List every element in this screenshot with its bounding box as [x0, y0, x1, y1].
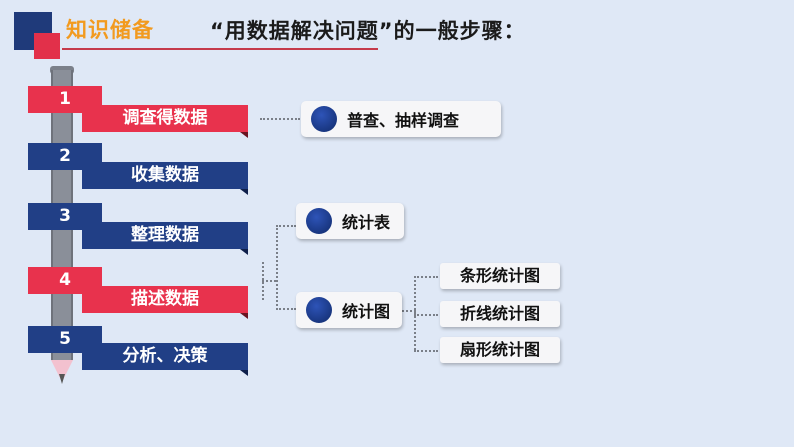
connector-to-chart: [276, 308, 296, 310]
section-keyword: 知识储备: [66, 18, 154, 42]
step-label-5: 分析、决策: [82, 343, 248, 376]
step-label-3: 整理数据: [82, 222, 248, 255]
decor-square-red: [34, 33, 60, 59]
bullet-icon: [311, 106, 337, 132]
survey-text: 普查、抽样调查: [347, 111, 460, 130]
survey-box: 普查、抽样调查: [301, 101, 501, 137]
stats-table-box: 统计表: [296, 203, 404, 239]
bullet-icon: [306, 208, 332, 234]
connector-to-line: [414, 314, 438, 316]
page-title: “用数据解决问题”的一般步骤：: [210, 19, 526, 43]
connector-to-table: [276, 225, 296, 227]
connector-branch-vertical: [276, 225, 278, 310]
step-label-2: 收集数据: [82, 162, 248, 195]
stats-chart-text: 统计图: [342, 302, 391, 321]
connector-types-vertical: [414, 276, 416, 350]
connector-to-bar: [414, 276, 438, 278]
bar-chart-type: 条形统计图: [440, 263, 560, 289]
line-chart-type: 折线统计图: [440, 301, 560, 327]
connector-chart-out: [402, 310, 416, 312]
bullet-icon: [306, 297, 332, 323]
header-underline: [62, 48, 378, 50]
pie-chart-type: 扇形统计图: [440, 337, 560, 363]
connector-survey: [260, 118, 300, 120]
stats-chart-box: 统计图: [296, 292, 402, 328]
connector-describe-horizontal: [262, 280, 276, 282]
stats-table-text: 统计表: [342, 213, 391, 232]
step-label-4: 描述数据: [82, 286, 248, 319]
connector-to-pie: [414, 350, 438, 352]
step-label-1: 调查得数据: [82, 105, 248, 138]
pencil-tip: [51, 360, 73, 382]
pencil-lead: [59, 374, 65, 384]
